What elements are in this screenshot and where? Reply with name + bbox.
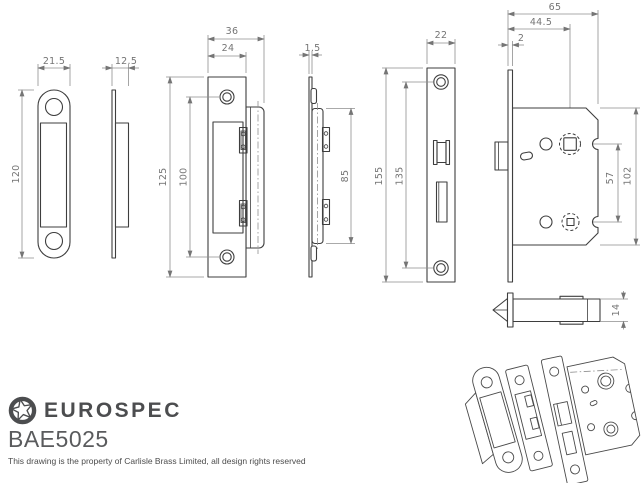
iso-strike-box xyxy=(464,366,523,473)
screw-hole xyxy=(44,231,64,251)
dim-strike-plate-width: 24 xyxy=(222,43,235,54)
keep-box xyxy=(245,106,265,249)
view-strike-box-side: 12.5 xyxy=(102,56,139,259)
screw-hole xyxy=(44,97,64,117)
iso-lock-case xyxy=(540,355,641,483)
view-lock-case-side: 65 44.5 2 102 57 xyxy=(494,2,640,283)
box-opening xyxy=(39,122,68,228)
view-strike-plate-front: 36 24 125 100 xyxy=(158,26,265,278)
dim-strike-box-depth: 12.5 xyxy=(115,56,137,67)
stop-slot xyxy=(519,151,534,161)
screw-hole xyxy=(219,89,235,105)
dim-faceplate-width: 22 xyxy=(435,30,448,41)
latch-bolt-face xyxy=(432,139,451,166)
deadbolt-slot xyxy=(435,181,448,223)
view-latch-bolt-detail: 14 xyxy=(492,291,628,330)
dim-keep-box-height: 85 xyxy=(340,170,351,183)
eurospec-star-logo-icon xyxy=(8,396,37,425)
view-strike-plate-side: 1.5 85 xyxy=(299,43,355,278)
screw-hole xyxy=(219,249,235,265)
dim-faceplate-height: 155 xyxy=(374,166,385,185)
retainer-clip xyxy=(238,199,248,227)
retainer-clip-side xyxy=(321,126,331,153)
dim-strike-plate-overall-width: 36 xyxy=(226,26,239,37)
faceplate-edge xyxy=(507,69,514,283)
copyright-notice: This drawing is the property of Carlisle… xyxy=(8,456,306,466)
bathroom-turn-follower xyxy=(561,213,580,231)
lock-case xyxy=(511,107,599,246)
iso-strike-plate xyxy=(505,364,553,472)
product-code: BAE5025 xyxy=(8,426,109,452)
dim-strike-plate-screw-centres: 100 xyxy=(179,167,190,186)
dim-strike-plate-thickness: 1.5 xyxy=(304,43,320,54)
title-block: EUROSPEC BAE5025 This drawing is the pro… xyxy=(8,396,306,466)
dim-case-depth: 65 xyxy=(549,2,562,13)
fixing-hole xyxy=(539,215,553,229)
fixing-hole xyxy=(539,137,553,151)
dim-faceplate-screw-centres: 135 xyxy=(395,166,406,185)
screw-hole xyxy=(433,260,449,276)
dim-latch-height: 14 xyxy=(611,304,622,317)
latch-bolt xyxy=(494,141,509,171)
retainer-clip-side xyxy=(321,198,331,226)
dim-faceplate-thickness: 2 xyxy=(518,33,524,44)
view-strike-box-front: 21.5 120 xyxy=(11,56,71,259)
plate-opening xyxy=(212,121,244,234)
dim-case-height: 102 xyxy=(623,166,634,185)
screw-hole xyxy=(433,74,449,90)
retainer-clip xyxy=(238,126,248,154)
spindle-follower xyxy=(559,133,581,155)
dim-backset: 44.5 xyxy=(530,17,552,28)
view-faceplate-front: 22 155 135 xyxy=(374,30,456,283)
dim-strike-box-width: 21.5 xyxy=(43,56,65,67)
brand-name: EUROSPEC xyxy=(44,398,182,422)
dim-follower-centres: 57 xyxy=(605,172,616,185)
dim-strike-plate-height: 125 xyxy=(158,167,169,186)
isometric-assembly xyxy=(464,355,641,483)
dim-strike-box-height: 120 xyxy=(11,164,22,183)
